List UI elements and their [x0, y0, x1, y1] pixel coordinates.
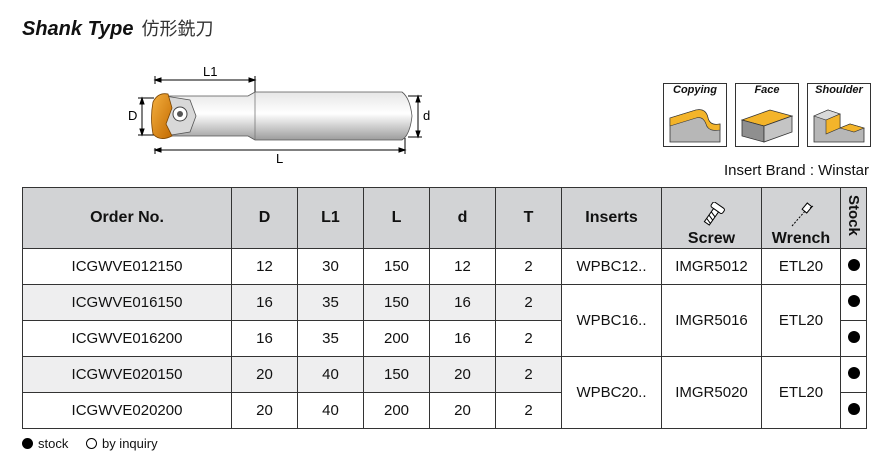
stock-dot-icon: [847, 259, 860, 271]
table-row: ICGWVE016150 16 35 150 16 2 WPBC16.. IMG…: [22, 284, 867, 357]
cell-insert: WPBC16..: [561, 284, 662, 357]
header-d-large: D: [231, 187, 298, 249]
cell-insert: WPBC20..: [561, 356, 662, 429]
cell-d-large: 12: [231, 248, 298, 285]
title-chinese: 仿形銑刀: [141, 19, 214, 40]
cell-d-small: 16: [429, 320, 496, 357]
cell-l: 150: [363, 248, 430, 285]
stock-dot-icon: [847, 367, 860, 379]
dim-label-d-large: D: [128, 108, 137, 123]
title-english: Shank Type: [22, 18, 134, 40]
cell-d-large: 16: [231, 284, 298, 321]
cell-wrench: ETL20: [761, 248, 841, 285]
header-wrench-label: Wrench: [771, 230, 831, 247]
header-l: L: [363, 187, 430, 249]
header-stock-label: Stock: [845, 195, 862, 236]
cell-stock: [840, 320, 867, 357]
cell-l: 200: [363, 392, 430, 429]
header-inserts: Inserts: [561, 187, 662, 249]
header-t: T: [495, 187, 562, 249]
cell-stock: [840, 356, 867, 393]
cell-d-large: 20: [231, 392, 298, 429]
header-l1: L1: [297, 187, 364, 249]
stock-dot-icon: [847, 403, 860, 415]
cell-l1: 35: [297, 320, 364, 357]
cell-order-no: ICGWVE020150: [22, 356, 232, 393]
cell-d-large: 20: [231, 356, 298, 393]
cell-screw: IMGR5012: [661, 248, 762, 285]
badge-copying-label: Copying: [673, 84, 717, 96]
legend-inquiry-label: by inquiry: [101, 436, 158, 451]
dim-label-l: L: [276, 151, 283, 166]
table-header-row: Order No. D L1 L d T Inserts Screw: [22, 187, 867, 249]
cell-l: 200: [363, 320, 430, 357]
legend-stock-label: stock: [38, 436, 69, 451]
cell-stock: [840, 284, 867, 321]
product-table: Order No. D L1 L d T Inserts Screw: [22, 187, 867, 429]
cell-l1: 30: [297, 248, 364, 285]
tool-drawing: L1 D d L: [128, 64, 430, 166]
page-title: Shank Type 仿形銑刀: [22, 15, 214, 41]
stock-dot-icon: [847, 295, 860, 307]
cell-order-no: ICGWVE016150: [22, 284, 232, 321]
badge-face: Face: [735, 83, 799, 147]
cell-t: 2: [495, 392, 562, 429]
cell-l1: 40: [297, 392, 364, 429]
cell-l: 150: [363, 356, 430, 393]
badge-shoulder: Shoulder: [807, 83, 871, 147]
cell-stock: [840, 248, 867, 285]
cell-d-small: 20: [429, 356, 496, 393]
cell-d-small: 20: [429, 392, 496, 429]
screw-icon: [703, 202, 725, 226]
stock-legend: stock by inquiry: [22, 436, 158, 451]
header-stock: Stock: [840, 187, 867, 249]
header-d-small: d: [429, 187, 496, 249]
header-screw: Screw: [661, 187, 762, 249]
dim-label-d-small: d: [423, 108, 430, 123]
table-row: ICGWVE020200 20 40 200 20 2: [22, 392, 867, 429]
open-circle-icon: [85, 438, 97, 449]
badge-face-label: Face: [754, 84, 780, 96]
cell-t: 2: [495, 320, 562, 357]
badge-shoulder-label: Shoulder: [815, 84, 863, 96]
cell-t: 2: [495, 248, 562, 285]
header-wrench: Wrench: [761, 187, 841, 249]
face-icon: [740, 109, 794, 143]
copying-icon: [669, 109, 721, 143]
cell-d-small: 12: [429, 248, 496, 285]
badge-copying: Copying: [663, 83, 727, 147]
filled-circle-icon: [22, 438, 33, 449]
shoulder-icon: [813, 109, 865, 143]
cell-wrench: ETL20: [761, 356, 841, 429]
cell-screw: IMGR5020: [661, 356, 762, 429]
cell-stock: [840, 392, 867, 429]
cell-order-no: ICGWVE020200: [22, 392, 232, 429]
cell-wrench: ETL20: [761, 284, 841, 357]
header-order-no: Order No.: [22, 187, 232, 249]
cell-order-no: ICGWVE012150: [22, 248, 232, 285]
cell-insert: WPBC12..: [561, 248, 662, 285]
stock-dot-icon: [847, 331, 860, 343]
cell-l1: 35: [297, 284, 364, 321]
table-row: ICGWVE016200 16 35 200 16 2: [22, 320, 867, 357]
cell-d-small: 16: [429, 284, 496, 321]
cell-l: 150: [363, 284, 430, 321]
insert-brand: Insert Brand : Winstar: [723, 162, 869, 179]
header-screw-label: Screw: [687, 230, 736, 247]
table-row: ICGWVE012150 12 30 150 12 2 WPBC12.. IMG…: [22, 248, 867, 285]
cell-l1: 40: [297, 356, 364, 393]
cell-order-no: ICGWVE016200: [22, 320, 232, 357]
cell-d-large: 16: [231, 320, 298, 357]
dim-label-l1: L1: [203, 64, 217, 79]
cell-t: 2: [495, 284, 562, 321]
wrench-icon: [791, 202, 814, 227]
table-row: ICGWVE020150 20 40 150 20 2 WPBC20.. IMG…: [22, 356, 867, 429]
cell-screw: IMGR5016: [661, 284, 762, 357]
cell-t: 2: [495, 356, 562, 393]
